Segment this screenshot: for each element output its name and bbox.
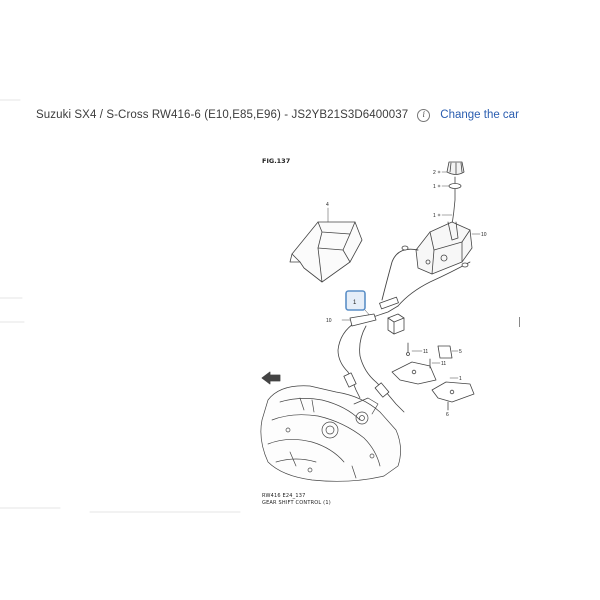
- shift-cables: [337, 245, 471, 383]
- callout-label: 1: [433, 213, 436, 219]
- callout-label: 1: [433, 184, 436, 190]
- callout-label: 11: [441, 361, 446, 367]
- callout-label: 10: [326, 318, 332, 324]
- highlight-callout-label: 1: [353, 300, 357, 306]
- vehicle-header: Suzuki SX4 / S-Cross RW416-6 (E10,E85,E9…: [36, 106, 519, 124]
- info-icon[interactable]: i: [417, 108, 431, 122]
- callout-label: 1: [459, 376, 462, 382]
- callout-group-top: [437, 170, 453, 217]
- console-cover: [289, 207, 363, 283]
- scroll-indicator: [519, 317, 520, 327]
- change-car-link[interactable]: Change the car: [440, 109, 519, 121]
- callout-label: 5: [459, 349, 462, 355]
- cable-clamp: [341, 313, 377, 327]
- vehicle-title: Suzuki SX4 / S-Cross RW416-6 (E10,E85,E9…: [36, 109, 409, 121]
- shift-knob: [446, 161, 465, 226]
- callout-label: 11: [423, 349, 428, 355]
- cable-ends: [343, 371, 405, 413]
- callout-label: 2: [433, 170, 436, 176]
- front-arrow-icon: [261, 371, 281, 385]
- callout-label: 6: [446, 412, 449, 418]
- highlight-callout[interactable]: [345, 290, 366, 311]
- callout-label: 4: [326, 202, 329, 208]
- fig-label: FIG.137: [262, 157, 290, 165]
- shift-base: [415, 221, 481, 275]
- background-artifacts: [0, 99, 241, 513]
- callout-label: 10: [481, 232, 487, 238]
- small-block: [387, 313, 405, 335]
- right-brackets: [391, 342, 475, 411]
- diagram-code: RW416 E24_137: [262, 493, 306, 499]
- diagram-title: GEAR SHIFT CONTROL (1): [262, 500, 331, 506]
- transmission-housing: [260, 385, 401, 482]
